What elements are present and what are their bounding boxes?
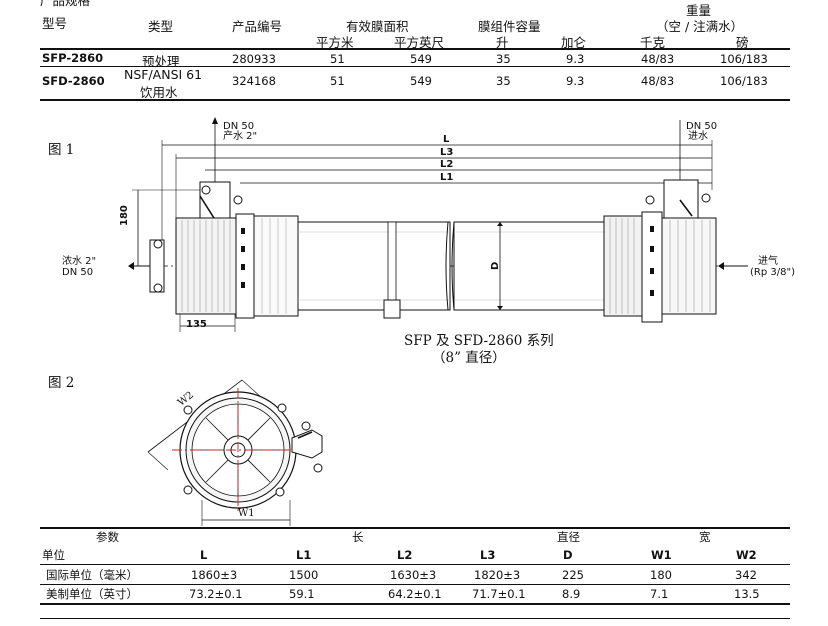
col-header-part-no: 产品编号 <box>232 19 283 34</box>
dim-L1-label: L1 <box>440 172 454 183</box>
row-liters: 35 <box>496 74 511 88</box>
figure1-label: 图 1 <box>48 142 75 158</box>
dim-L2-label: L2 <box>440 159 454 170</box>
col-L2: L2 <box>397 548 413 562</box>
dim-L3-label: L3 <box>440 147 454 158</box>
row-kg: 48/83 <box>641 52 675 66</box>
val-L2: 64.2±0.1 <box>388 587 442 601</box>
row-type: NSF/ANSI 61 <box>124 67 203 82</box>
val-W2: 342 <box>735 568 757 582</box>
col-L3: L3 <box>480 548 496 562</box>
col-header-liters: 升 <box>496 35 509 50</box>
width-header: 宽 <box>699 530 711 544</box>
val-L: 1860±3 <box>191 568 238 582</box>
concentrate-dn-label: DN 50 <box>62 267 94 278</box>
dn50-inlet-label: DN 50 <box>686 121 718 132</box>
row-model: SFD-2860 <box>42 74 105 88</box>
col-header-weight-sub: （空 / 注满水） <box>656 19 744 34</box>
row-ft2: 549 <box>410 52 432 66</box>
col-header-model: 型号 <box>42 16 68 31</box>
col-header-m2: 平方米 <box>316 35 354 50</box>
val-W1: 7.1 <box>650 587 669 601</box>
table-rule <box>40 527 790 529</box>
product-water-label: 产水 2" <box>223 131 258 142</box>
col-header-lb: 磅 <box>736 35 749 50</box>
dim-180-label: 180 <box>119 205 130 226</box>
row-kg: 48/83 <box>641 74 675 88</box>
row-model: SFP-2860 <box>42 51 104 65</box>
col-L1: L1 <box>296 548 312 562</box>
figure1-caption: SFP 及 SFD-2860 系列 <box>404 333 554 349</box>
dim-W1-label: W1 <box>238 508 255 519</box>
figure1-drawing <box>128 117 748 332</box>
table-rule <box>40 584 790 585</box>
val-L2: 1630±3 <box>390 568 437 582</box>
row-ft2: 549 <box>410 74 432 88</box>
table-rule <box>40 66 790 67</box>
table-rule <box>40 48 790 50</box>
spec-heading-partial: 产品规格 <box>40 0 91 8</box>
table-rule <box>40 99 790 101</box>
figure1-caption-sub: （8” 直径） <box>432 350 506 366</box>
col-W2: W2 <box>736 548 757 562</box>
val-L3: 1820±3 <box>474 568 521 582</box>
val-W1: 180 <box>650 568 672 582</box>
row-gallons: 9.3 <box>566 52 585 66</box>
col-header-ft2: 平方英尺 <box>394 35 445 50</box>
row-m2: 51 <box>330 52 345 66</box>
col-header-capacity: 膜组件容量 <box>478 19 541 34</box>
col-header-kg: 千克 <box>640 35 666 50</box>
unit-header: 单位 <box>42 548 65 562</box>
row-part-no: 324168 <box>232 74 276 88</box>
col-header-weight: 重量 <box>686 3 712 18</box>
val-L: 73.2±0.1 <box>189 587 243 601</box>
dn50-product-label: DN 50 <box>223 121 255 132</box>
table-rule <box>40 564 790 565</box>
val-D: 8.9 <box>562 587 581 601</box>
table-rule <box>40 603 790 605</box>
page-rule <box>40 618 790 619</box>
val-W2: 13.5 <box>734 587 760 601</box>
unit-metric: 国际单位（毫米） <box>46 568 138 582</box>
row-lb: 106/183 <box>720 52 768 66</box>
concentrate-label: 浓水 2" <box>62 256 97 267</box>
val-D: 225 <box>562 568 584 582</box>
figure2-label: 图 2 <box>48 375 75 391</box>
val-L3: 71.7±0.1 <box>472 587 526 601</box>
col-L: L <box>200 548 208 562</box>
dim-135-label: 135 <box>186 319 207 330</box>
row-type-line2: 饮用水 <box>140 85 178 100</box>
dim-D-label: D <box>490 261 501 270</box>
row-lb: 106/183 <box>720 74 768 88</box>
val-L1: 1500 <box>289 568 319 582</box>
air-inlet-size-label: (Rp 3/8") <box>750 267 795 278</box>
row-m2: 51 <box>330 74 345 88</box>
figure2-drawing <box>147 379 323 526</box>
row-type: 预处理 <box>142 54 180 69</box>
length-header: 长 <box>352 530 364 544</box>
col-W1: W1 <box>651 548 672 562</box>
val-L1: 59.1 <box>289 587 315 601</box>
diameter-header: 直径 <box>557 530 580 544</box>
dim-L-label: L <box>443 134 450 145</box>
col-header-area: 有效膜面积 <box>346 19 409 34</box>
air-inlet-label: 进气 <box>758 256 778 267</box>
row-liters: 35 <box>496 52 511 66</box>
inlet-water-label: 进水 <box>688 131 708 142</box>
row-part-no: 280933 <box>232 52 276 66</box>
param-header: 参数 <box>96 530 119 544</box>
col-header-gallons: 加仑 <box>561 35 587 50</box>
unit-imperial: 美制单位（英寸） <box>46 587 138 601</box>
row-gallons: 9.3 <box>566 74 585 88</box>
col-D: D <box>563 548 573 562</box>
col-header-type: 类型 <box>148 19 174 34</box>
